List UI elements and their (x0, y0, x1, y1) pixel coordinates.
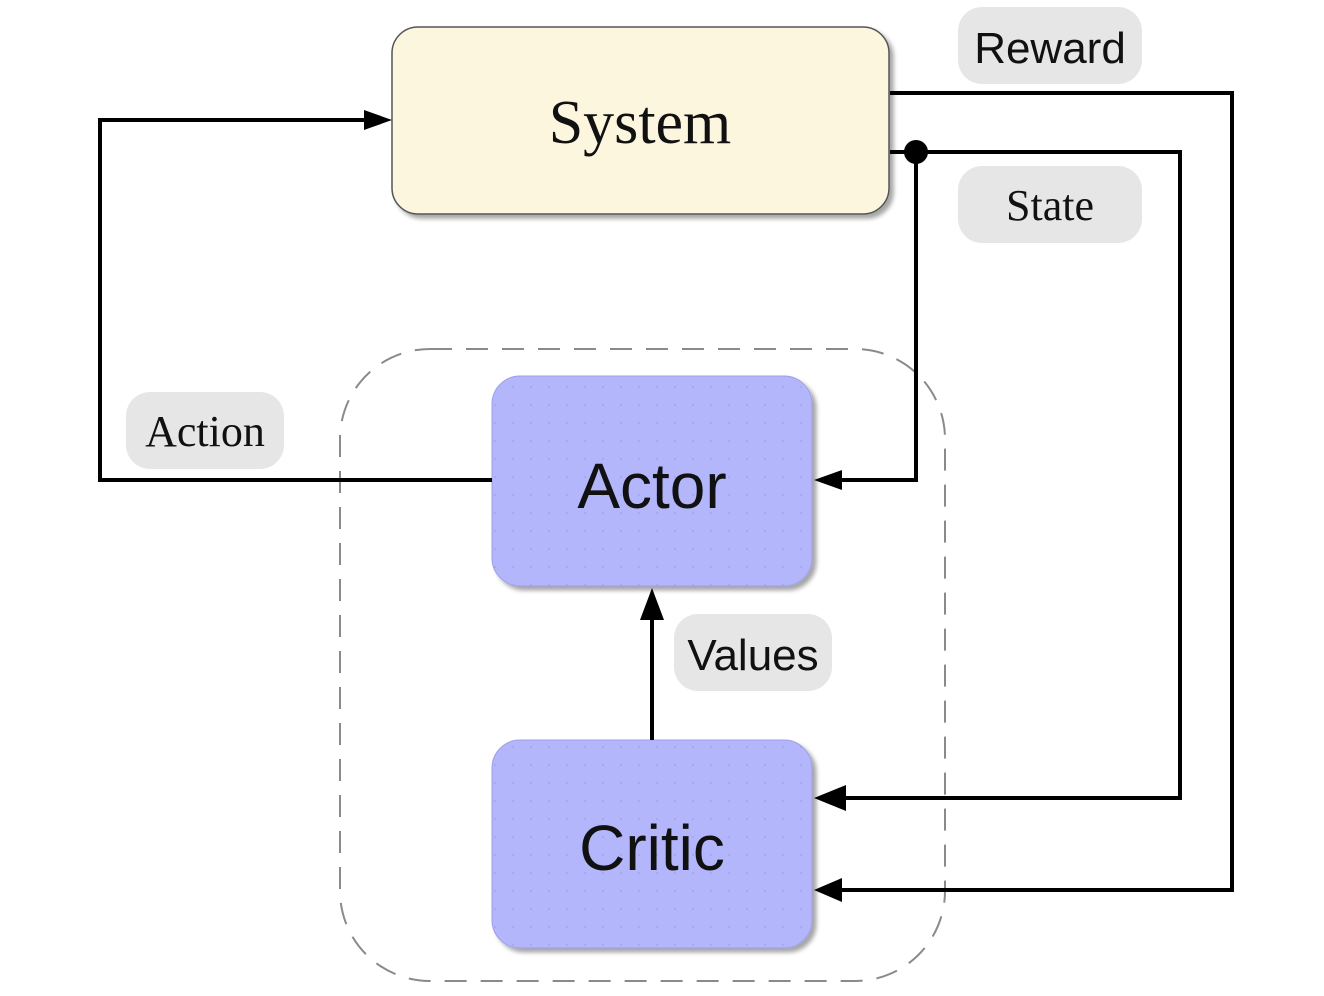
agent-group-boundary (339, 348, 946, 982)
values-arrowhead (640, 588, 664, 620)
actor-node: Actor (491, 375, 813, 587)
reward-connector (814, 91, 1234, 902)
values-connector (640, 588, 664, 740)
state-to-actor-arrowhead (814, 470, 842, 490)
critic-label: Critic (579, 812, 725, 884)
action-label-pill: Action (126, 392, 284, 469)
action-label: Action (145, 407, 265, 456)
state-label-pill: State (958, 166, 1142, 243)
reward-arrowhead (814, 878, 842, 902)
action-arrowhead (364, 110, 392, 130)
values-label: Values (687, 631, 818, 680)
system-label: System (549, 89, 732, 157)
state-label: State (1006, 181, 1094, 230)
reward-label-pill: Reward (958, 7, 1142, 84)
critic-node: Critic (491, 739, 813, 949)
reward-label: Reward (974, 24, 1126, 73)
state-connector (814, 140, 1182, 811)
values-label-pill: Values (674, 614, 832, 691)
actor-label: Actor (577, 450, 726, 522)
system-node: System (391, 26, 890, 215)
state-to-critic-arrowhead (814, 785, 846, 811)
state-junction-dot (904, 140, 928, 164)
action-connector (98, 110, 492, 482)
